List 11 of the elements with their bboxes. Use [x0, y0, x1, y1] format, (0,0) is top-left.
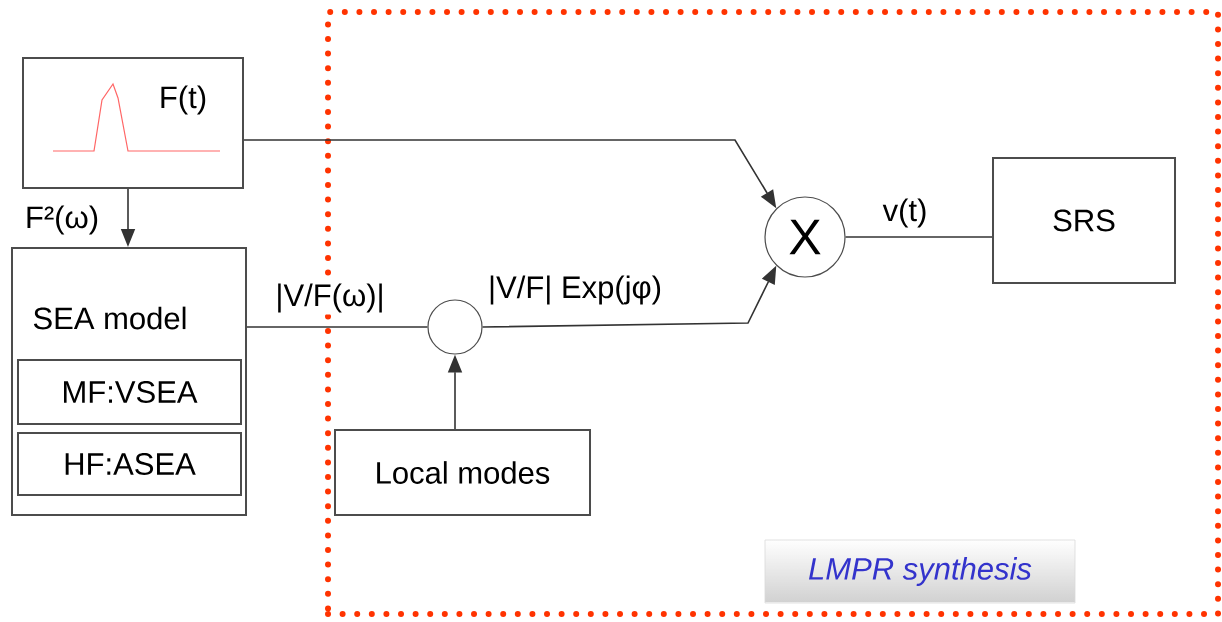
edge-label: |V/F| Exp(jφ)	[486, 273, 664, 307]
edge-label: v(t)	[880, 196, 930, 230]
edge-label: F²(ω)	[22, 203, 102, 237]
edge-label: |V/F(ω)|	[273, 281, 387, 315]
process-box: Local modes	[334, 429, 591, 516]
process-box: SRS	[992, 157, 1176, 284]
signal-box: F(t)	[22, 57, 244, 189]
sub-model-box: MF:VSEA	[17, 359, 242, 425]
summing-circle	[427, 299, 483, 355]
caption-box: LMPR synthesis	[764, 539, 1076, 604]
sub-model-box: HF:ASEA	[17, 432, 242, 496]
